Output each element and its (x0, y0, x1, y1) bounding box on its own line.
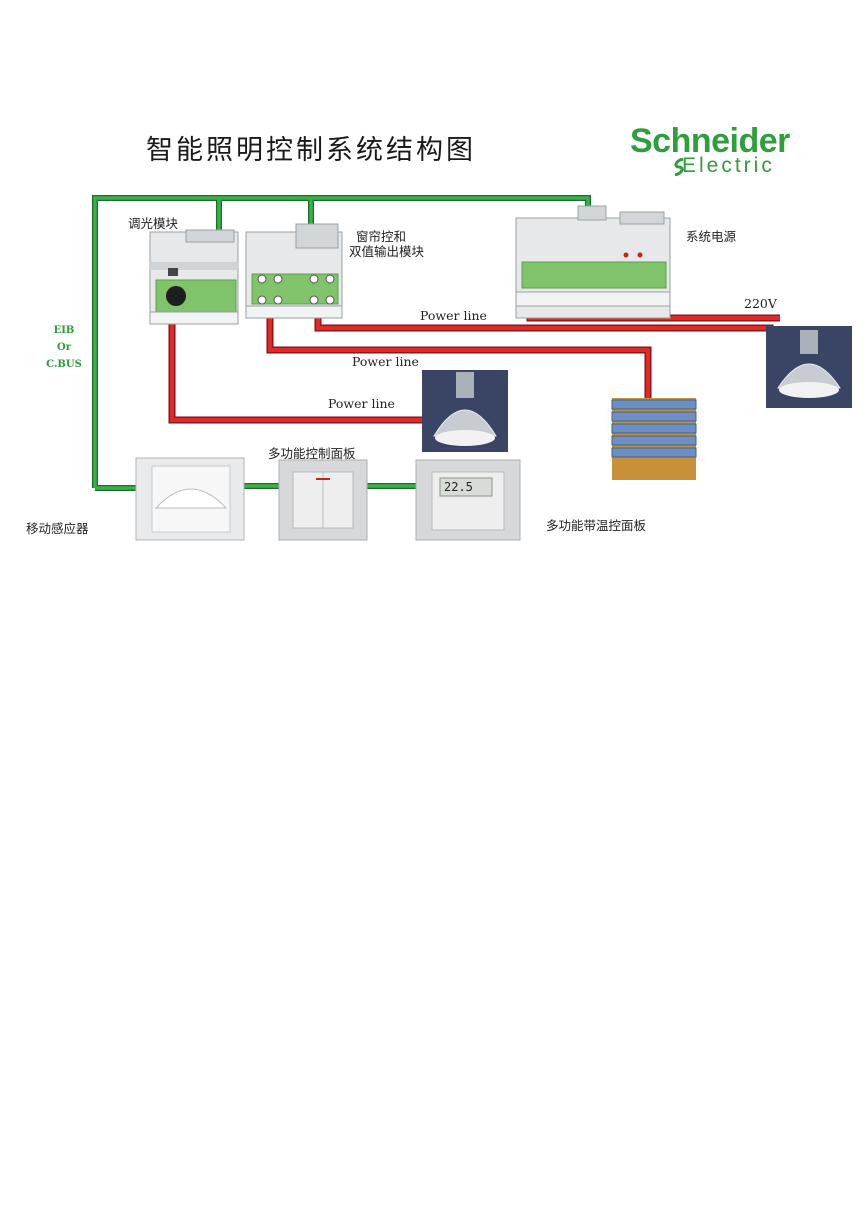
temp-display: 22.5 (444, 480, 473, 494)
curtain-output-module (245, 223, 343, 319)
voltage-label: 220V (744, 296, 777, 311)
power-supply-module (515, 205, 671, 319)
bus-label-or: Or (57, 342, 71, 353)
bus-label-cbus: C.BUS (46, 359, 82, 370)
curtain-module-label-line1: 窗帘控和 (356, 229, 407, 244)
multi-function-panel (278, 459, 368, 541)
diagram-title: 智能照明控制系统结构图 (146, 135, 476, 166)
power-supply-label: 系统电源 (686, 229, 737, 244)
power-line-label-a: Power line (420, 308, 487, 323)
motion-sensor (135, 457, 245, 541)
pendant-lamp-middle (422, 370, 508, 452)
bus-label-eib: EIB (53, 325, 75, 336)
pendant-lamp-right (766, 326, 852, 408)
schneider-logo: Schneider Electric (630, 124, 840, 180)
dimmer-module (149, 229, 239, 325)
power-line-label-c: Power line (328, 396, 395, 411)
power-line-label-b: Power line (352, 354, 419, 369)
schneider-mark-icon (674, 158, 684, 176)
window-blinds (611, 398, 697, 480)
multi-panel-label: 多功能控制面板 (268, 446, 356, 461)
temperature-panel (415, 459, 521, 541)
logo-text-schneider: Schneider (630, 122, 790, 160)
temp-panel-label: 多功能带温控面板 (546, 518, 647, 533)
motion-sensor-label: 移动感应器 (26, 521, 89, 536)
bus-type-label: EIB Or C.BUS (44, 322, 84, 373)
logo-text-electric: Electric (682, 154, 775, 177)
wiring-diagram (92, 195, 852, 541)
curtain-module-label-line2: 双值输出模块 (349, 244, 425, 259)
dimmer-module-label: 调光模块 (128, 216, 179, 231)
